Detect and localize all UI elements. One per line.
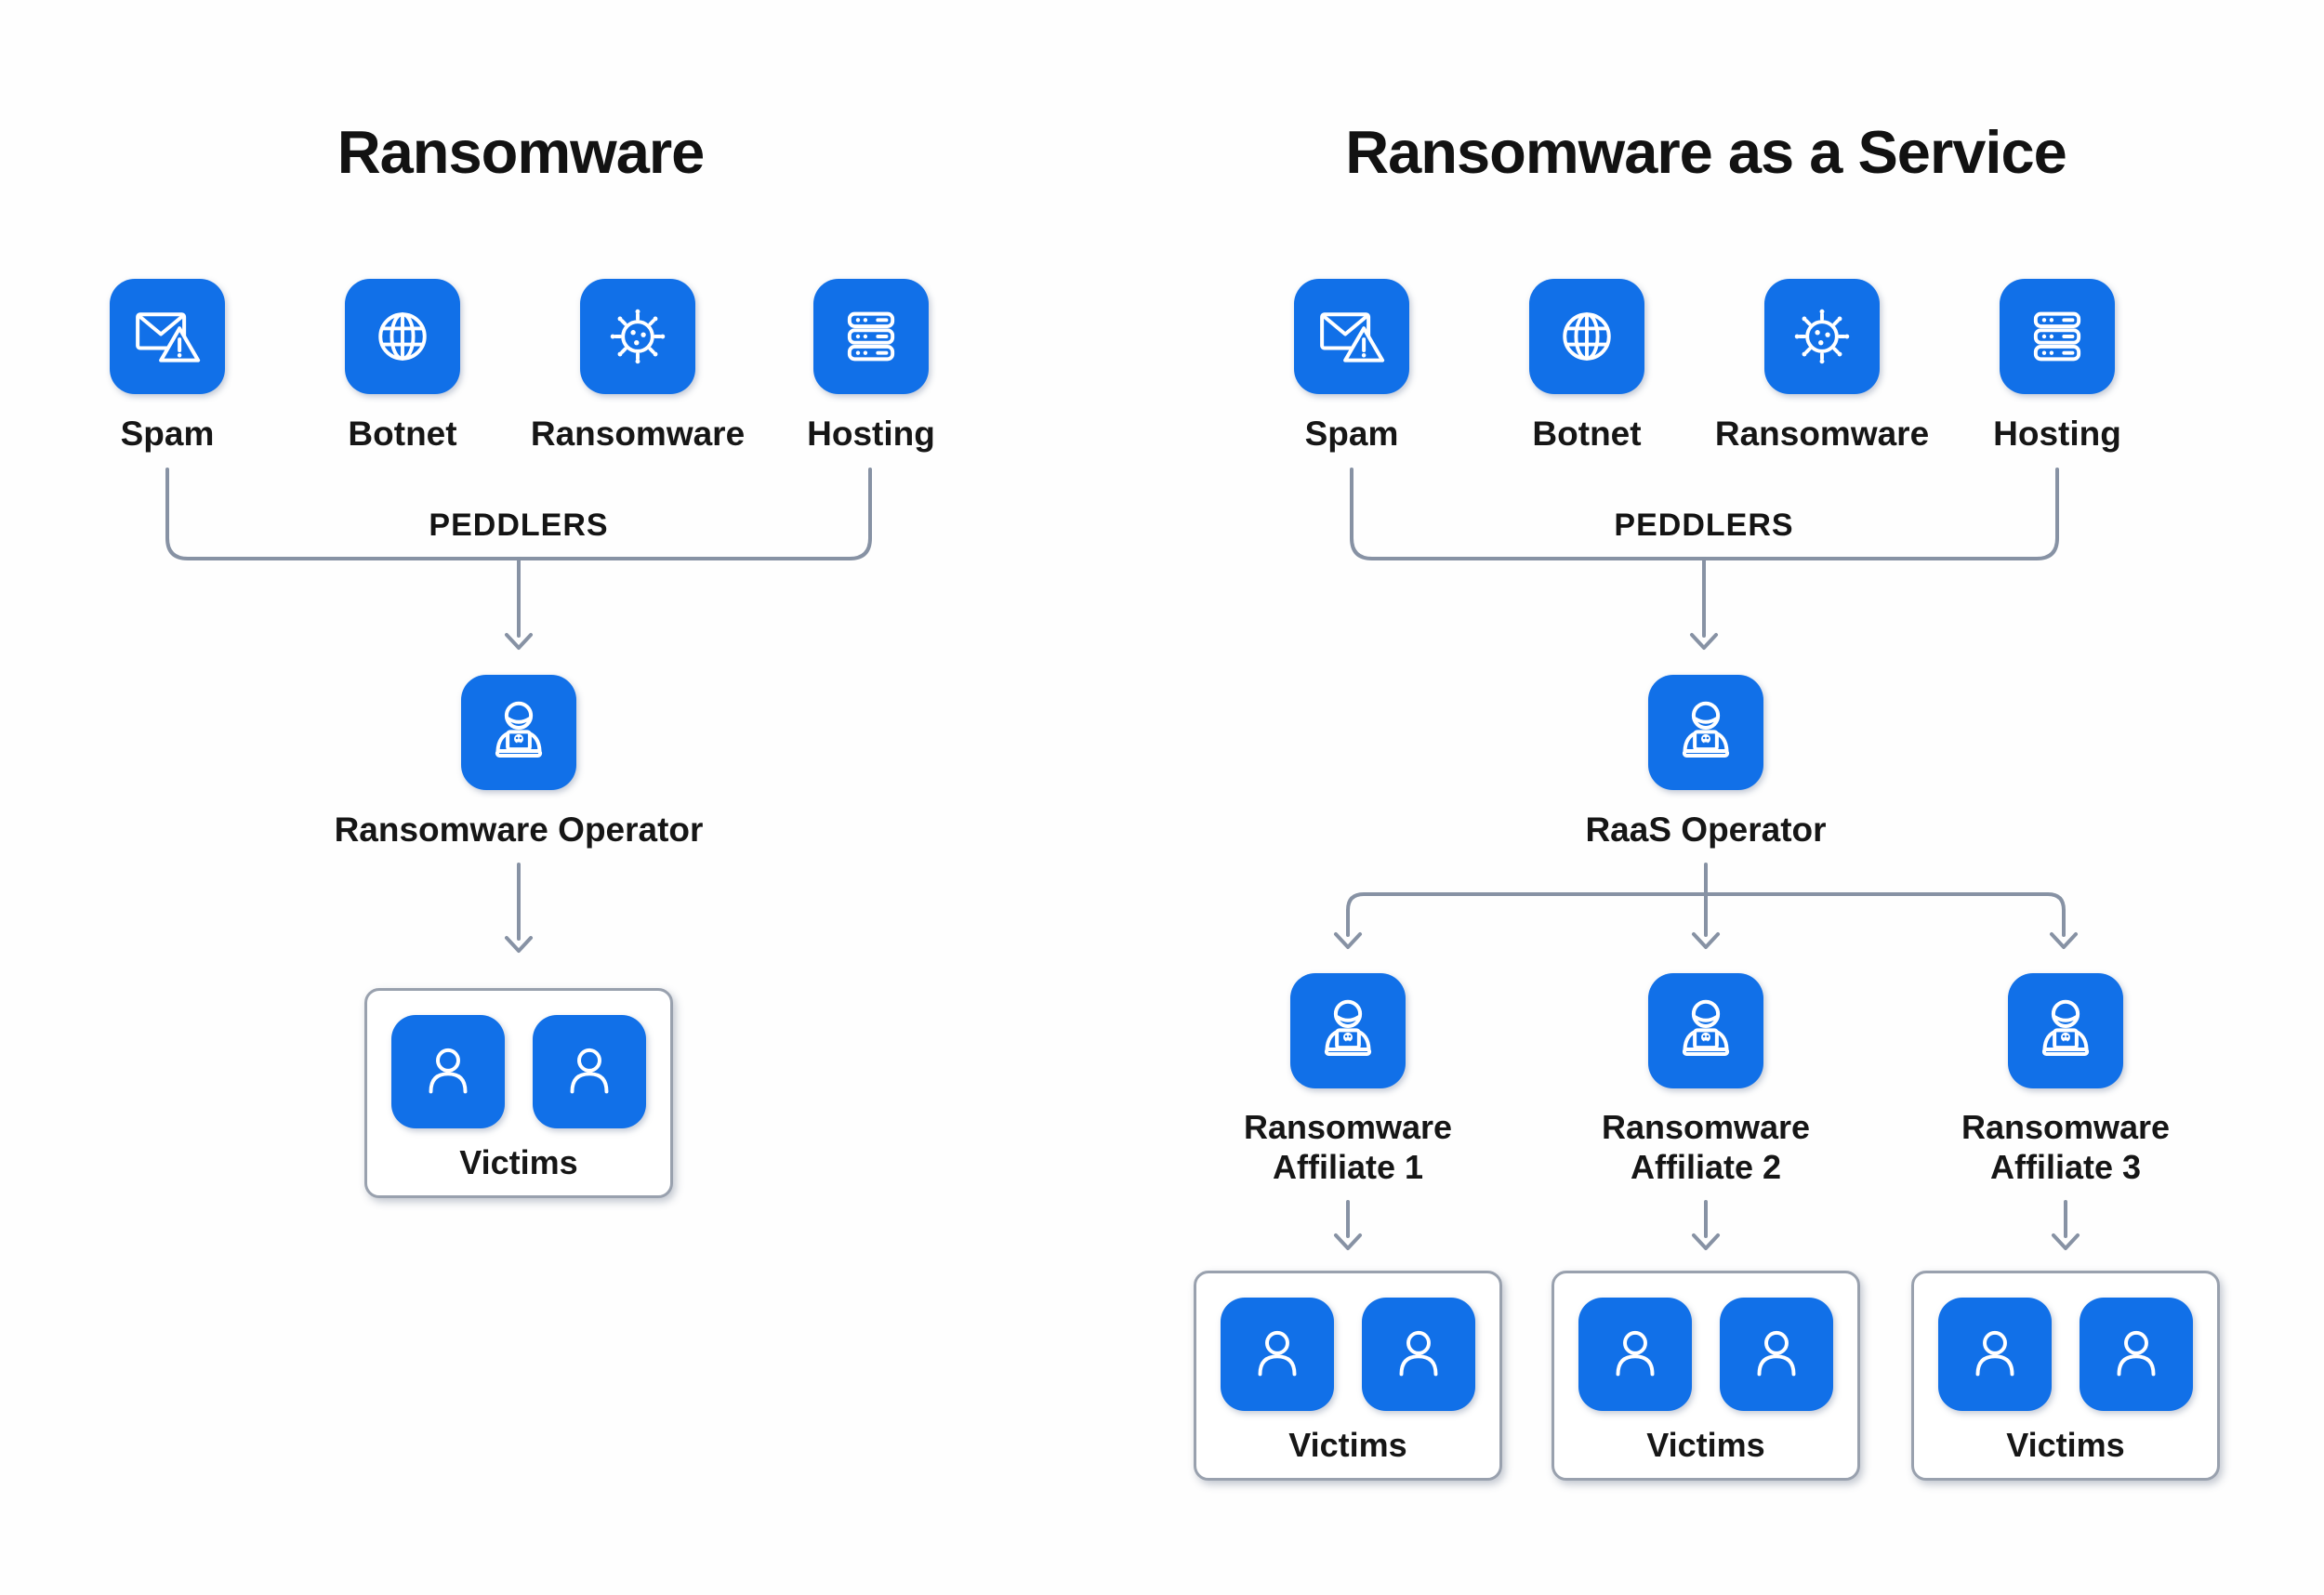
hacker-icon — [1324, 999, 1372, 1056]
ransomware-affiliate-2: Ransomware Affiliate 2 — [1566, 973, 1845, 1187]
operator-tile — [461, 675, 576, 790]
peddler-label: Hosting — [1993, 415, 2121, 453]
raas-operator: RaaS Operator — [1548, 675, 1864, 850]
botnet-icon — [378, 312, 427, 361]
affiliate-label: Ransomware Affiliate 2 — [1601, 1108, 1811, 1187]
victims-box-affiliate-1: Victims — [1194, 1271, 1502, 1481]
peddler-ransomware-right: Ransomware — [1715, 279, 1929, 454]
arrow-affiliate2-to-victims — [1692, 1200, 1720, 1250]
victims-label: Victims — [1288, 1426, 1407, 1464]
victims-tiles — [1578, 1298, 1833, 1411]
affiliate-tile — [1648, 973, 1763, 1088]
victims-label: Victims — [2006, 1426, 2125, 1464]
victims-tiles — [1221, 1298, 1475, 1411]
affiliate-tile — [2008, 973, 2123, 1088]
peddler-label: Ransomware — [530, 415, 746, 453]
hacker-icon — [495, 701, 543, 758]
victim-tile — [391, 1015, 505, 1128]
victim-tile — [533, 1015, 646, 1128]
hosting-tile — [2000, 279, 2115, 394]
victims-box-affiliate-3: Victims — [1911, 1271, 2220, 1481]
affiliate-label: Ransomware Affiliate 1 — [1243, 1108, 1453, 1187]
peddler-ransomware-left: Ransomware — [531, 279, 745, 454]
right-panel-title: Ransomware as a Service — [1345, 118, 2067, 186]
victim-tile — [1221, 1298, 1334, 1411]
ransomware-icon — [1794, 309, 1850, 364]
victims-tiles — [391, 1015, 646, 1128]
botnet-tile — [345, 279, 460, 394]
victim-tile — [1362, 1298, 1475, 1411]
person-icon — [1616, 1330, 1655, 1377]
person-icon — [2117, 1330, 2156, 1377]
operator-tile — [1648, 675, 1763, 790]
spam-tile — [110, 279, 225, 394]
person-icon — [429, 1048, 468, 1094]
victims-label: Victims — [459, 1143, 578, 1181]
affiliate-tile — [1290, 973, 1406, 1088]
person-icon — [1399, 1330, 1438, 1377]
operator-label: RaaS Operator — [1585, 811, 1827, 849]
peddlers-caption-left: PEDDLERS — [429, 508, 609, 543]
victims-box-left: Victims — [364, 988, 673, 1198]
operator-label: Ransomware Operator — [334, 811, 704, 849]
affiliate-label: Ransomware Affiliate 3 — [1961, 1108, 2171, 1187]
peddler-label: Botnet — [1532, 415, 1642, 453]
peddler-hosting-right: Hosting — [1955, 279, 2159, 454]
ransomware-icon — [610, 309, 666, 364]
person-icon — [570, 1048, 609, 1094]
peddler-label: Spam — [1304, 415, 1399, 453]
peddler-label: Botnet — [348, 415, 457, 453]
hacker-icon — [1682, 999, 1730, 1056]
ransomware-affiliate-3: Ransomware Affiliate 3 — [1926, 973, 2205, 1187]
left-panel-title: Ransomware — [337, 118, 706, 186]
victim-tile — [1720, 1298, 1833, 1411]
spam-tile — [1294, 279, 1409, 394]
botnet-tile — [1529, 279, 1644, 394]
ransomware-operator: Ransomware Operator — [335, 675, 703, 850]
hosting-tile — [813, 279, 929, 394]
victim-tile — [2080, 1298, 2193, 1411]
hacker-icon — [1682, 701, 1730, 758]
peddlers-caption-right: PEDDLERS — [1614, 508, 1794, 543]
peddler-spam-left: Spam — [65, 279, 270, 454]
victims-label: Victims — [1646, 1426, 1765, 1464]
person-icon — [1258, 1330, 1297, 1377]
botnet-icon — [1563, 312, 1611, 361]
spam-icon — [1320, 312, 1385, 362]
peddler-botnet-left: Botnet — [300, 279, 505, 454]
splitter-operator-to-affiliates — [1334, 863, 2078, 949]
person-icon — [1757, 1330, 1796, 1377]
peddler-label: Hosting — [807, 415, 935, 453]
peddler-spam-right: Spam — [1249, 279, 1454, 454]
peddler-botnet-right: Botnet — [1485, 279, 1689, 454]
victims-box-affiliate-2: Victims — [1552, 1271, 1860, 1481]
arrow-affiliate1-to-victims — [1334, 1200, 1362, 1250]
victim-tile — [1938, 1298, 2052, 1411]
spam-icon — [136, 312, 201, 362]
person-icon — [1975, 1330, 2014, 1377]
peddler-hosting-left: Hosting — [769, 279, 973, 454]
ransomware-affiliate-1: Ransomware Affiliate 1 — [1208, 973, 1487, 1187]
ransomware-tile — [1764, 279, 1880, 394]
arrow-affiliate3-to-victims — [2052, 1200, 2080, 1250]
victims-tiles — [1938, 1298, 2193, 1411]
arrow-peddlers-to-operator-left — [505, 557, 533, 650]
hosting-icon — [2033, 311, 2081, 362]
hosting-icon — [847, 311, 895, 362]
peddler-label: Ransomware — [1714, 415, 1930, 453]
victim-tile — [1578, 1298, 1692, 1411]
arrow-peddlers-to-operator-right — [1690, 557, 1718, 650]
arrow-operator-to-victims-left — [505, 863, 533, 953]
peddler-label: Spam — [120, 415, 215, 453]
hacker-icon — [2041, 999, 2090, 1056]
ransomware-tile — [580, 279, 695, 394]
